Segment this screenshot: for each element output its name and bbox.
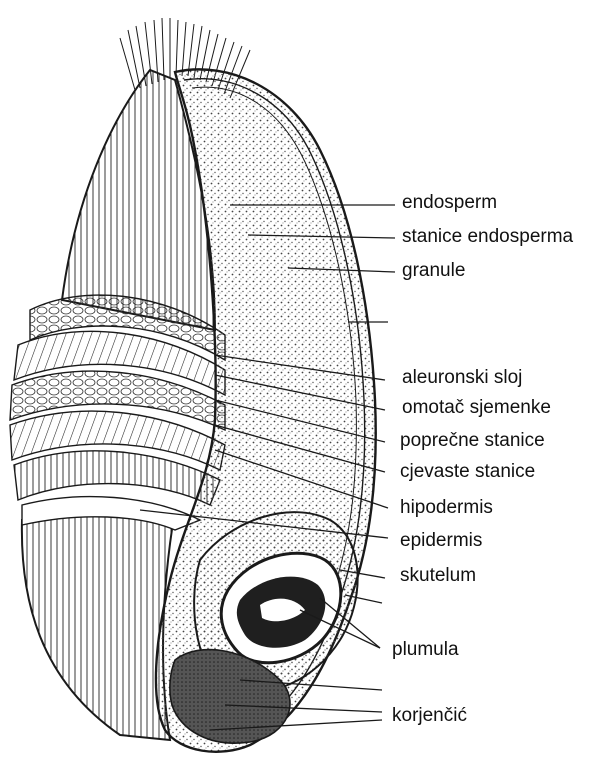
label-plumula: plumula: [392, 639, 459, 660]
label-hipodermis: hipodermis: [400, 497, 493, 518]
label-cjevaste-stanice: cjevaste stanice: [400, 461, 535, 482]
seed-coat-layers: [10, 295, 225, 530]
label-epidermis: epidermis: [400, 530, 482, 551]
label-aleuronski-sloj: aleuronski sloj: [402, 367, 522, 388]
label-poprecne-stanice: poprečne stanice: [400, 430, 545, 451]
label-omotac-sjemenke: omotač sjemenke: [402, 397, 551, 418]
label-skutelum: skutelum: [400, 565, 476, 586]
label-granule: granule: [402, 260, 465, 281]
pericarp-outer-left-lower: [22, 510, 175, 740]
label-endosperm: endosperm: [402, 192, 497, 213]
label-stanice-endosperma: stanice endosperma: [402, 226, 574, 247]
labels: endosperm stanice endosperma granule ale…: [392, 192, 574, 726]
label-korjencic: korjenčić: [392, 705, 467, 726]
